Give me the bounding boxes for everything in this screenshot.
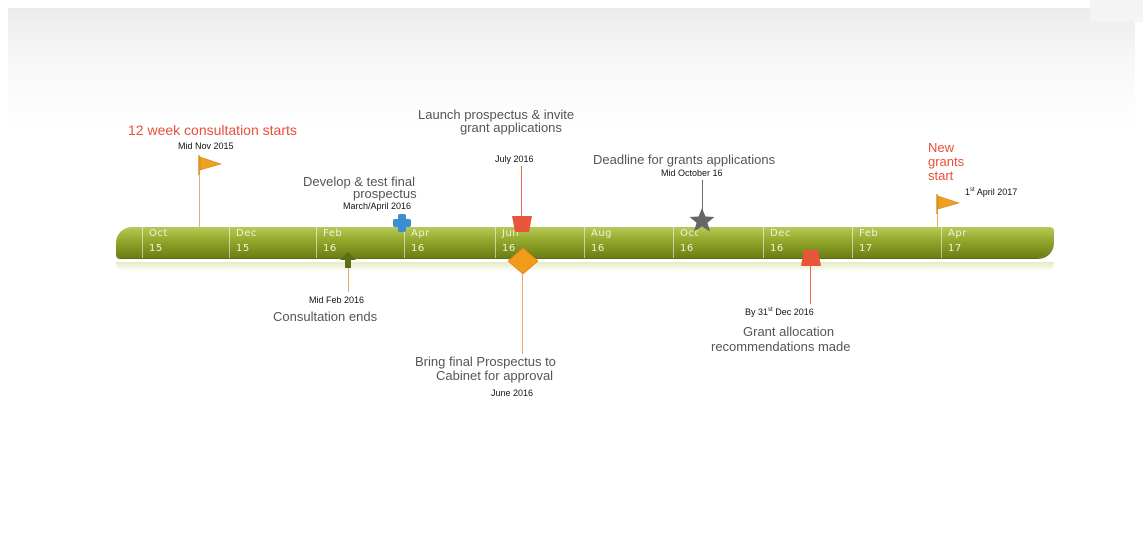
tick-month: Feb (323, 228, 343, 239)
marker-icon (512, 216, 532, 232)
tick-month: Dec (770, 228, 791, 239)
tick-year: 16 (323, 243, 337, 254)
grant-allocation-title-line1: Grant allocation (743, 324, 835, 339)
develop-prospectus-date: March/April 2016 (343, 201, 412, 211)
cabinet-date: June 2016 (491, 388, 534, 398)
tick-year: 15 (149, 243, 163, 254)
tick-dec-15: Dec 15 (229, 227, 315, 258)
tick-oct-16: Oct 16 (673, 227, 759, 258)
date-sup: st (970, 187, 975, 193)
new-grants-title-line3: start (928, 168, 954, 183)
tick-month: Dec (236, 228, 257, 239)
grant-allocation-date: By 31st Dec 2016 (745, 307, 814, 317)
consultation-end-connector (348, 268, 349, 292)
tick-dec-16: Dec 16 (763, 227, 849, 258)
tick-year: 17 (948, 243, 962, 254)
grant-allocation-connector (810, 266, 811, 304)
plus-icon (393, 214, 411, 232)
launch-prospectus-connector (521, 166, 522, 218)
tick-oct-15: Oct 15 (142, 227, 228, 258)
tick-month: Apr (411, 228, 430, 239)
tick-year: 16 (502, 243, 516, 254)
tick-year: 16 (411, 243, 425, 254)
consultation-start-title: 12 week consultation starts (128, 122, 297, 138)
deadline-date: Mid October 16 (661, 168, 723, 178)
arrow-up-icon (340, 252, 356, 268)
tick-feb-16: Feb 16 (316, 227, 402, 258)
tick-year: 17 (859, 243, 873, 254)
tick-month: Aug (591, 228, 613, 239)
diamond-icon (508, 248, 538, 274)
tick-year: 16 (770, 243, 784, 254)
date-suffix: Dec 2016 (772, 307, 814, 317)
tick-jun-16: Jun 16 (495, 227, 581, 258)
new-grants-title-line2: grants (928, 154, 965, 169)
grant-allocation-title-line2: recommendations made (711, 339, 851, 354)
tick-apr-17: Apr 17 (941, 227, 1022, 258)
flag-icon (936, 194, 961, 214)
tick-month: Apr (948, 228, 967, 239)
tick-aug-16: Aug 16 (584, 227, 670, 258)
tick-year: 16 (591, 243, 605, 254)
slide-background (8, 8, 1135, 551)
date-sup: st (768, 307, 773, 313)
launch-prospectus-date: July 2016 (495, 154, 534, 164)
tick-year: 16 (680, 243, 694, 254)
timeline-reflection (116, 262, 1054, 272)
consultation-end-title: Consultation ends (273, 309, 378, 324)
slide-corner (1090, 0, 1143, 22)
deadline-connector (702, 180, 703, 214)
cabinet-connector (522, 274, 523, 354)
launch-prospectus-title-line1: Launch prospectus & invite (418, 107, 575, 122)
launch-prospectus-title-line2: grant applications (460, 120, 562, 135)
tick-month: Oct (680, 228, 699, 239)
consultation-end-date: Mid Feb 2016 (309, 295, 365, 305)
consultation-start-date: Mid Nov 2015 (178, 141, 234, 151)
cabinet-title-line1: Bring final Prospectus to (415, 354, 556, 369)
flag-icon (198, 155, 223, 175)
deadline-title: Deadline for grants applications (593, 152, 776, 167)
develop-prospectus-title-line1: Develop & test final (303, 174, 416, 189)
tick-month: Oct (149, 228, 168, 239)
tick-year: 15 (236, 243, 250, 254)
develop-prospectus-title-line2: prospectus (353, 186, 417, 201)
tick-month: Feb (859, 228, 879, 239)
star-icon (689, 208, 715, 232)
tick-feb-17: Feb 17 (852, 227, 938, 258)
date-prefix: By 31 (745, 307, 769, 317)
new-grants-title-line1: New (928, 140, 955, 155)
marker-icon (801, 250, 821, 266)
date-suffix: April 2017 (974, 187, 1018, 197)
date-prefix: 1 (965, 187, 971, 197)
tick-month: Jun (502, 228, 520, 239)
cabinet-title-line2: Cabinet for approval (436, 368, 554, 383)
new-grants-date: 1st April 2017 (965, 187, 1017, 197)
consultation-start-connector (199, 157, 200, 227)
tick-apr-16: Apr 16 (404, 227, 490, 258)
timeline-bar (116, 227, 1054, 258)
